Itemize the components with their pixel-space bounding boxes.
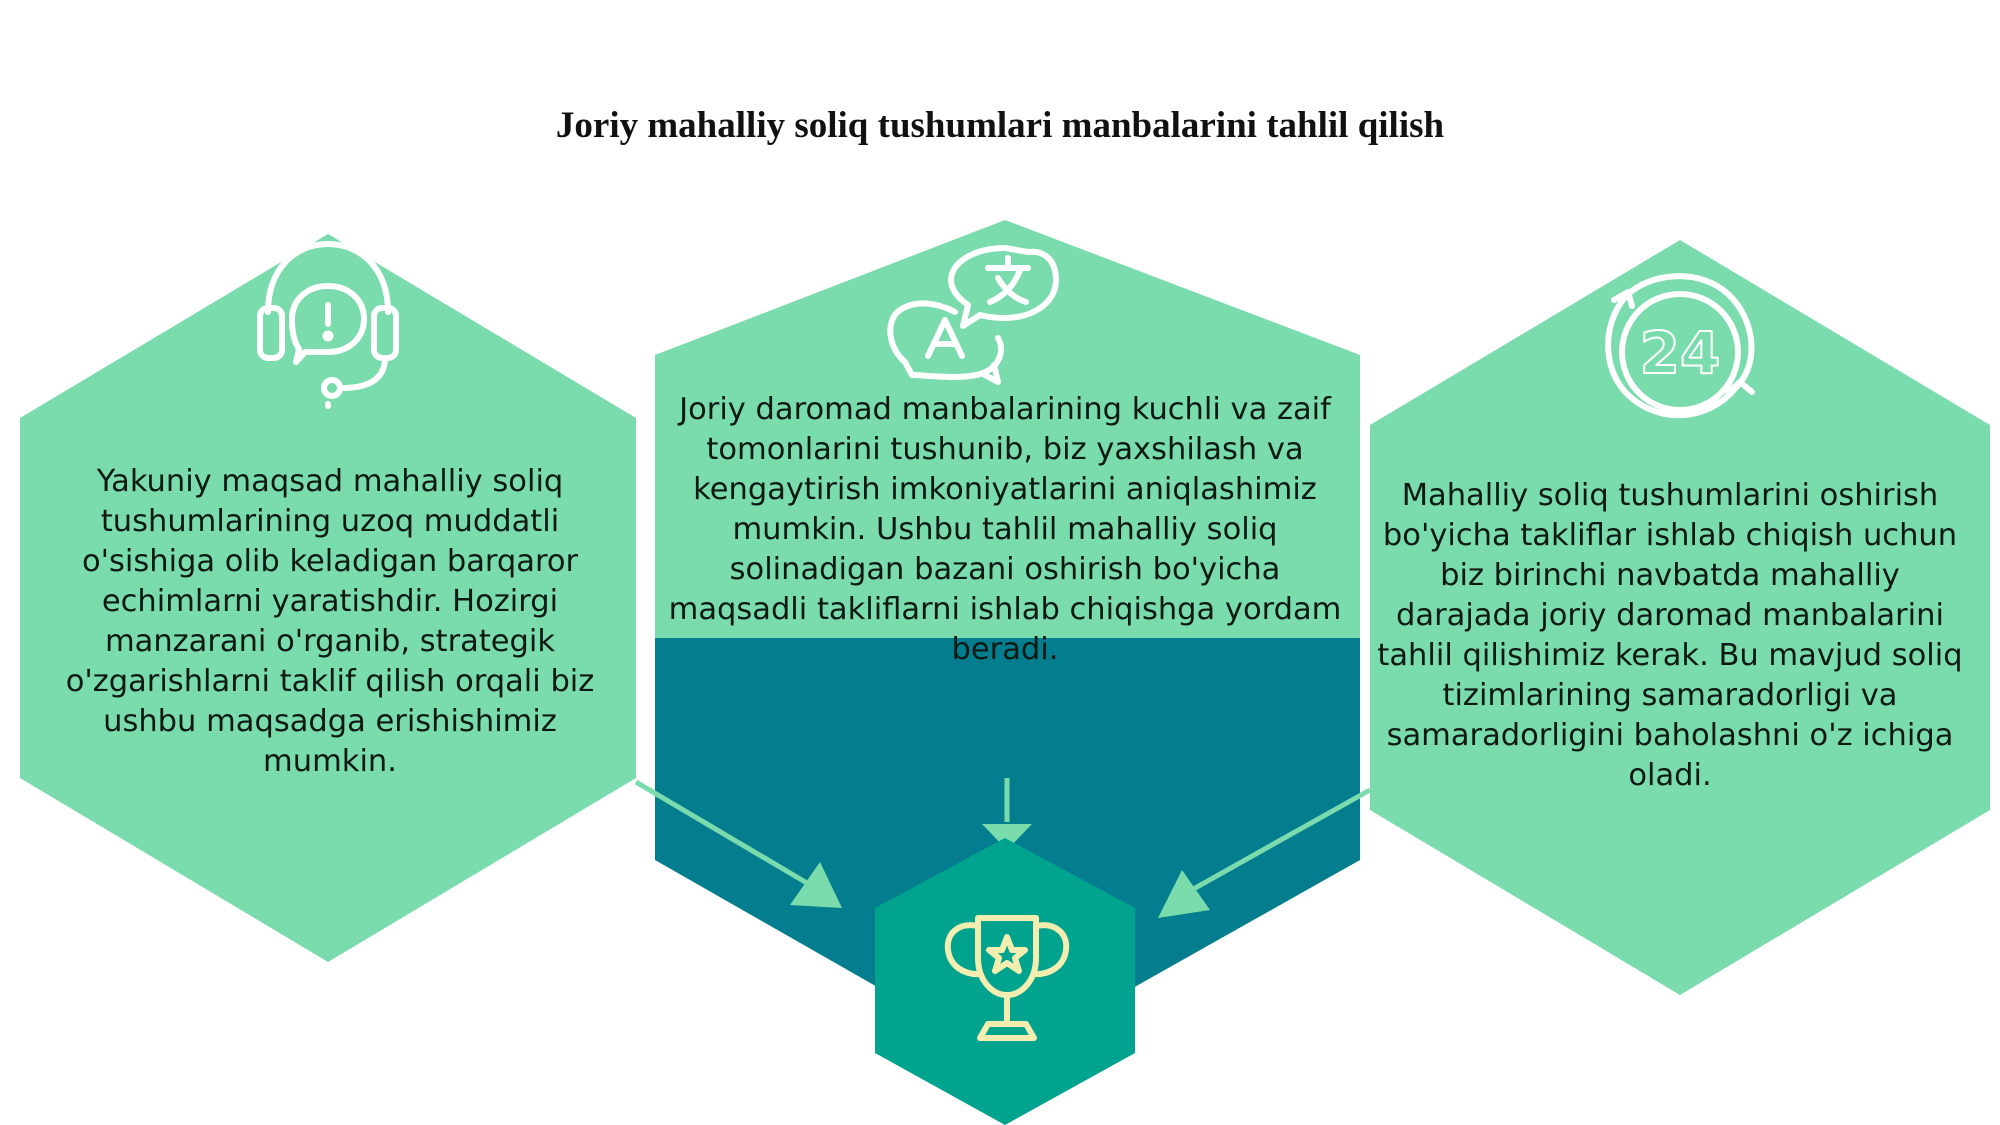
- right-card-text: Mahalliy soliq tushumlarini oshirish bo'…: [1377, 478, 1963, 793]
- middle-card-text: Joriy daromad manbalarining kuchli va za…: [668, 392, 1342, 667]
- 24-hours-icon: 24: [1605, 273, 1755, 419]
- arrow-left: [634, 779, 842, 908]
- right-hexagon: [1370, 240, 1990, 995]
- translate-bubbles-icon: [887, 245, 1059, 385]
- middle-hexagon-chevron: [655, 638, 1360, 778]
- arrow-middle: [982, 778, 1032, 850]
- svg-text:24: 24: [1640, 319, 1721, 387]
- diagram-title: Joriy mahalliy soliq tushumlari manbalar…: [555, 105, 1445, 146]
- center-hexagon: [875, 838, 1135, 1125]
- headset-info-icon: [257, 241, 399, 409]
- left-card-text: Yakuniy maqsad mahalliy soliq tushumlari…: [65, 464, 595, 779]
- middle-hexagon: [655, 220, 1360, 638]
- left-hexagon: [20, 234, 636, 962]
- arrow-right: [1158, 787, 1372, 918]
- trophy-icon: [944, 915, 1070, 1041]
